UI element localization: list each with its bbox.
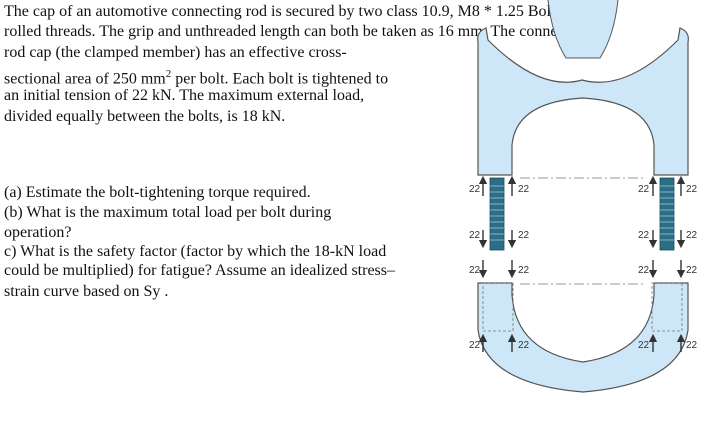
force-label: 22 — [518, 265, 530, 276]
force-label: 22 — [469, 184, 481, 195]
question-c-3: strain curve based on Sy . — [4, 283, 169, 300]
force-label: 22 — [686, 340, 698, 351]
force-label: 22 — [638, 265, 650, 276]
question-c-2: could be multiplied) for fatigue? Assume… — [4, 262, 395, 279]
problem-line-5: an initial tension of 22 kN. The maximum… — [4, 87, 365, 104]
rod-cap — [477, 282, 689, 393]
problem-line-3: rod cap (the clamped member) has an effe… — [4, 44, 347, 61]
force-label: 22 — [638, 230, 650, 241]
force-label: 22 — [686, 230, 698, 241]
problem-line-4: sectional area of 250 mm2 per bolt. Each… — [4, 64, 388, 89]
force-label: 22 — [638, 184, 650, 195]
force-label: 22 — [638, 340, 650, 351]
area-text: sectional area of 250 mm — [4, 70, 166, 88]
force-arrows — [478, 175, 686, 352]
problem-line-1: The cap of an automotive connecting rod … — [4, 3, 595, 20]
right-bolt — [659, 177, 675, 251]
cap-right-block — [651, 282, 683, 332]
force-label: 22 — [469, 340, 481, 351]
force-label: 22 — [469, 230, 481, 241]
force-label: 22 — [686, 265, 698, 276]
question-c-1: c) What is the safety factor (factor by … — [4, 243, 387, 260]
left-bolt — [489, 177, 505, 251]
area-exponent: 2 — [165, 68, 172, 80]
area-text-cont: per bolt. Each bolt is tightened to — [171, 70, 389, 88]
question-a: (a) Estimate the bolt-tightening torque … — [4, 184, 311, 201]
cap-left-block — [482, 282, 514, 332]
rod-stem — [547, 0, 619, 59]
force-label: 22 — [518, 184, 530, 195]
force-label: 22 — [469, 265, 481, 276]
force-label: 22 — [518, 230, 530, 241]
rod-upper-body — [477, 27, 689, 176]
problem-line-2: rolled threads. The grip and unthreaded … — [4, 23, 590, 40]
force-label: 22 — [518, 340, 530, 351]
bolt-threads — [490, 185, 674, 241]
question-b-2: operation? — [4, 224, 72, 241]
problem-line-6: divided equally between the bolts, is 18… — [4, 108, 286, 125]
force-label: 22 — [686, 184, 698, 195]
question-b-1: (b) What is the maximum total load per b… — [4, 204, 332, 221]
force-labels: 22 22 22 22 22 22 22 22 22 22 22 22 22 2… — [469, 184, 698, 351]
